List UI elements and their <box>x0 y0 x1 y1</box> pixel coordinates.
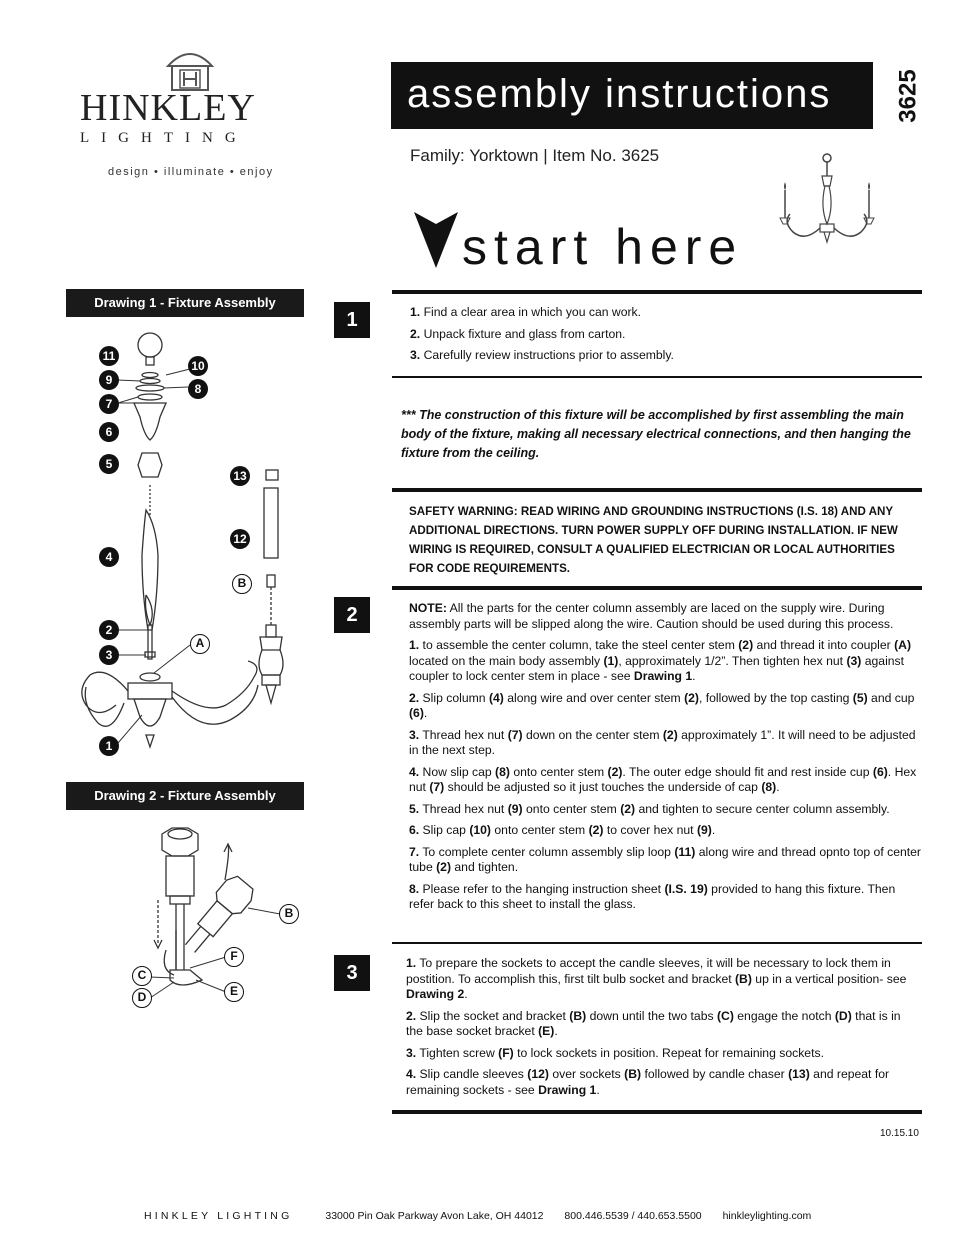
drawing2-socket-diagram <box>149 827 281 999</box>
footer-website[interactable]: hinkleylighting.com <box>722 1210 812 1222</box>
list-item: 4. Now slip cap (8) onto center stem (2)… <box>409 764 917 795</box>
callout-D: D <box>132 988 152 1008</box>
logo-lantern-icon <box>165 53 215 91</box>
callout-4: 4 <box>99 547 119 567</box>
callout-7: 7 <box>99 394 119 414</box>
date-code: 10.15.10 <box>880 1128 919 1139</box>
step2-content: NOTE: All the parts for the center colum… <box>409 601 922 919</box>
safety-warning: SAFETY WARNING: READ WIRING AND GROUNDIN… <box>409 505 898 575</box>
step3-badge: 3 <box>334 955 370 991</box>
callout-8: 8 <box>188 379 208 399</box>
page-title: assembly instructions <box>391 62 873 129</box>
list-item: 2. Slip the socket and bracket (B) down … <box>406 1008 901 1039</box>
callout-1: 1 <box>99 736 119 756</box>
list-item: 1. to assemble the center column, take t… <box>409 638 912 683</box>
callout-10: 10 <box>188 356 208 376</box>
step1-list: 1. Find a clear area in which you can wo… <box>410 305 920 370</box>
callout-11: 11 <box>99 346 119 366</box>
footer: HINKLEY LIGHTING 33000 Pin Oak Parkway A… <box>144 1210 829 1222</box>
divider <box>392 290 922 294</box>
callout-F: F <box>224 947 244 967</box>
list-item: 3. Carefully review instructions prior t… <box>410 348 674 362</box>
callout-A: A <box>190 634 210 654</box>
drawing1-fixture-diagram <box>81 332 284 750</box>
footer-brand: HINKLEY LIGHTING <box>144 1210 293 1222</box>
callout-5: 5 <box>99 454 119 474</box>
list-item: 2. Unpack fixture and glass from carton. <box>410 326 626 341</box>
family-line: Family: Yorktown | Item No. 3625 <box>410 146 660 165</box>
start-here-heading: start here <box>462 219 744 275</box>
callout-2: 2 <box>99 620 119 640</box>
callout-C: C <box>132 966 152 986</box>
footer-phone: 800.446.5539 / 440.653.5500 <box>564 1210 702 1222</box>
callout-9: 9 <box>99 370 119 390</box>
list-item: 2. Slip column (4) along wire and over c… <box>409 690 915 721</box>
divider <box>392 376 922 378</box>
divider <box>392 1110 922 1114</box>
callout-6: 6 <box>99 422 119 442</box>
list-item: 3. Thread hex nut (7) down on the center… <box>409 727 916 758</box>
logo-sub: LIGHTING <box>80 130 248 146</box>
divider <box>392 586 922 590</box>
list-item: 7. To complete center column assembly sl… <box>409 844 921 875</box>
callout-B-d1: B <box>232 574 252 594</box>
callout-B-d2: B <box>279 904 299 924</box>
callout-12: 12 <box>230 529 250 549</box>
drawing1-header: Drawing 1 - Fixture Assembly <box>66 289 304 317</box>
logo-tagline: design • illuminate • enjoy <box>108 166 274 178</box>
construction-note: *** The construction of this fixture wil… <box>401 408 911 460</box>
callout-E: E <box>224 982 244 1002</box>
step2-badge: 2 <box>334 597 370 633</box>
item-number-vertical: 3625 <box>894 69 922 123</box>
divider <box>392 942 922 944</box>
list-item: 1. Find a clear area in which you can wo… <box>410 305 642 319</box>
step1-badge: 1 <box>334 302 370 338</box>
callout-13: 13 <box>230 466 250 486</box>
list-item: 4. Slip candle sleeves (12) over sockets… <box>406 1067 890 1097</box>
drawing2-header: Drawing 2 - Fixture Assembly <box>66 782 304 810</box>
step2-note: NOTE: All the parts for the center colum… <box>409 601 894 631</box>
step3-content: 1. To prepare the sockets to accept the … <box>406 956 916 1104</box>
footer-address: 33000 Pin Oak Parkway Avon Lake, OH 4401… <box>325 1210 544 1222</box>
list-item: 5. Thread hex nut (9) onto center stem (… <box>409 801 890 816</box>
list-item: 3. Tighten screw (F) to lock sockets in … <box>406 1045 824 1060</box>
list-item: 1. To prepare the sockets to accept the … <box>406 956 907 1001</box>
list-item: 6. Slip cap (10) onto center stem (2) to… <box>409 823 716 837</box>
list-item: 8. Please refer to the hanging instructi… <box>409 881 896 912</box>
start-arrow-icon <box>414 212 458 268</box>
logo-brand: HINKLEY <box>80 87 256 129</box>
callout-3: 3 <box>99 645 119 665</box>
chandelier-thumbnail-icon <box>779 153 875 245</box>
divider <box>392 488 922 492</box>
